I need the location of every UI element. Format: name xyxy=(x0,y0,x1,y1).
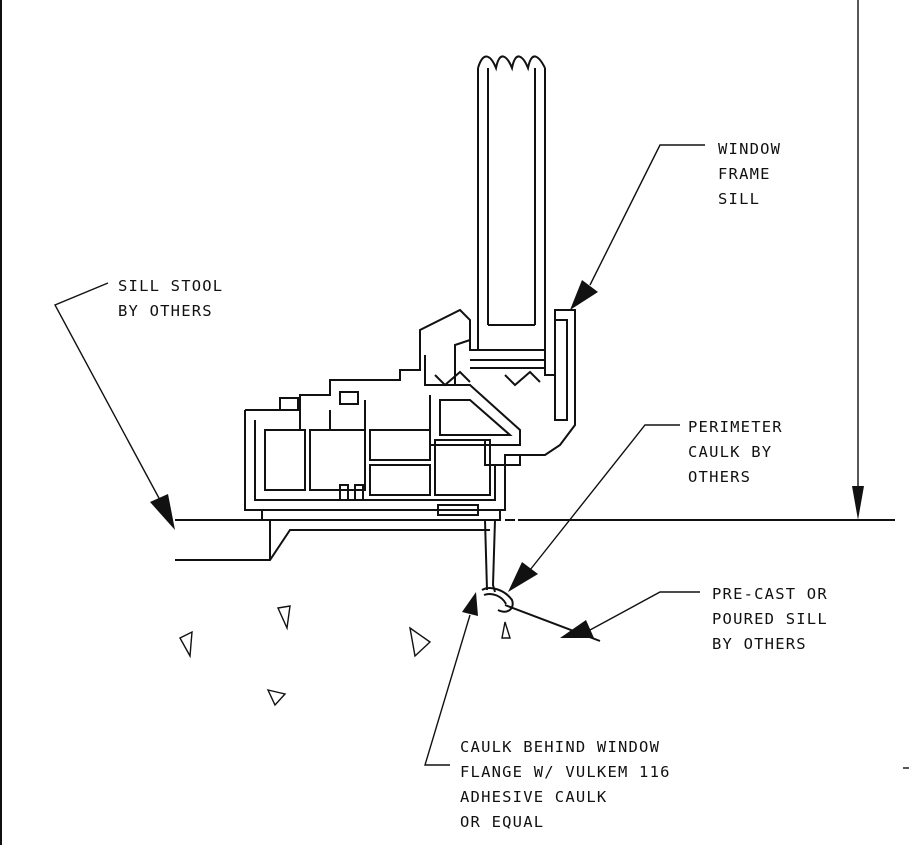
label-line: BY OTHERS xyxy=(712,635,807,653)
label-precast-sill: PRE-CAST OR POURED SILL BY OTHERS xyxy=(712,585,828,653)
label-line: SILL STOOL xyxy=(118,277,223,295)
label-line: SILL xyxy=(718,190,760,208)
sill-stool xyxy=(175,519,490,561)
label-line: FLANGE W/ VULKEM 116 xyxy=(460,763,671,781)
label-line: OTHERS xyxy=(688,468,751,486)
label-line: WINDOW xyxy=(718,140,781,158)
dimension-arrow xyxy=(852,486,864,520)
window-flange xyxy=(481,519,514,613)
label-line: PRE-CAST OR xyxy=(712,585,828,603)
concrete-aggregate xyxy=(179,605,511,707)
leader-caulk-behind-flange xyxy=(424,592,478,766)
leader-perimeter-caulk xyxy=(508,424,680,592)
precast-sill xyxy=(504,519,895,642)
label-window-frame-sill: WINDOW FRAME SILL xyxy=(718,140,781,208)
leader-precast-sill xyxy=(560,591,700,638)
dimension-line xyxy=(852,0,864,520)
label-sill-stool: SILL STOOL BY OTHERS xyxy=(118,277,223,320)
glass-unit xyxy=(477,55,546,351)
label-line: BY OTHERS xyxy=(118,302,213,320)
label-perimeter-caulk: PERIMETER CAULK BY OTHERS xyxy=(688,418,783,486)
label-line: OR EQUAL xyxy=(460,813,544,831)
label-caulk-behind-flange: CAULK BEHIND WINDOW FLANGE W/ VULKEM 116… xyxy=(460,738,671,831)
label-line: CAULK BEHIND WINDOW xyxy=(460,738,660,756)
label-line: FRAME xyxy=(718,165,771,183)
label-line: ADHESIVE CAULK xyxy=(460,788,607,806)
glass-break-line xyxy=(477,55,546,72)
window-frame-profile xyxy=(244,308,576,521)
leader-sill-stool xyxy=(54,282,175,530)
label-line: PERIMETER xyxy=(688,418,783,436)
label-line: CAULK BY xyxy=(688,443,772,461)
label-line: POURED SILL xyxy=(712,610,828,628)
leader-window-frame-sill xyxy=(570,144,705,310)
